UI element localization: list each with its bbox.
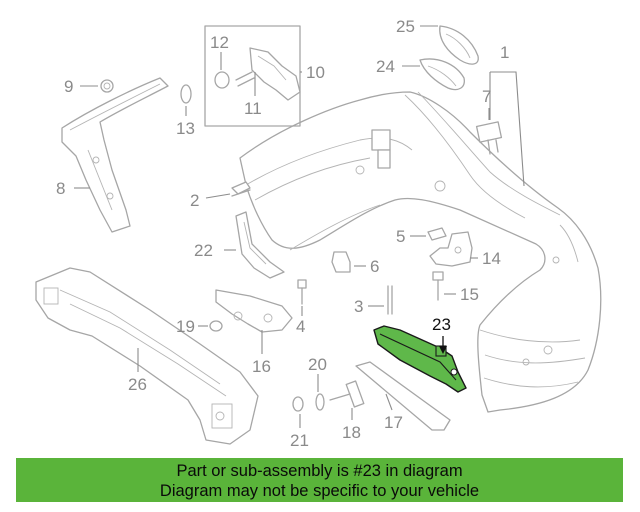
part-info-banner: Part or sub-assembly is #23 in diagram D… xyxy=(16,458,623,502)
bumper-cover-part xyxy=(239,91,602,413)
bracket-part xyxy=(419,58,465,91)
callout-6: 6 xyxy=(370,257,379,276)
callout-7: 7 xyxy=(482,87,491,106)
callout-9: 9 xyxy=(64,77,73,96)
callout-1: 1 xyxy=(500,43,509,62)
callout-10: 10 xyxy=(306,63,325,82)
callout-2: 2 xyxy=(190,191,199,210)
callout-3: 3 xyxy=(354,297,363,316)
callout-17: 17 xyxy=(384,413,403,432)
washer-part-19 xyxy=(209,320,223,332)
callout-26: 26 xyxy=(128,375,147,394)
side-bracket-part xyxy=(61,77,169,233)
callout-19: 19 xyxy=(176,317,195,336)
callout-5: 5 xyxy=(396,227,405,246)
callout-13: 13 xyxy=(176,119,195,138)
washer-part-21 xyxy=(292,396,304,412)
clip-part-7 xyxy=(475,121,503,155)
bracket-part-22 xyxy=(235,211,285,279)
washer-part-20 xyxy=(315,393,325,411)
clip-part-2 xyxy=(231,181,251,197)
callout-21: 21 xyxy=(290,431,309,450)
impact-bar-part xyxy=(35,267,259,445)
callout-11: 11 xyxy=(244,99,262,118)
bracket-part-14 xyxy=(429,231,473,267)
callout-14: 14 xyxy=(482,249,501,268)
callout-25: 25 xyxy=(396,17,415,36)
callout-numbers: 1 2 3 4 5 6 7 8 9 10 11 12 13 14 15 16 1… xyxy=(56,17,509,450)
highlighted-part-23 xyxy=(373,325,467,393)
clip-part-6 xyxy=(331,251,351,273)
callout-16: 16 xyxy=(252,357,271,376)
callout-8: 8 xyxy=(56,179,65,198)
parts-diagram: 1 2 3 4 5 6 7 8 9 10 11 12 13 14 15 16 1… xyxy=(35,17,602,450)
callout-23: 23 xyxy=(432,315,451,334)
banner-line-1: Part or sub-assembly is #23 in diagram xyxy=(176,462,463,480)
strip-part-17 xyxy=(355,361,451,431)
callout-15: 15 xyxy=(460,285,479,304)
banner-line-2: Diagram may not be specific to your vehi… xyxy=(159,482,480,500)
washer-part-13 xyxy=(180,84,192,104)
callout-12: 12 xyxy=(210,33,229,52)
callout-22: 22 xyxy=(194,241,213,260)
stud-part-3 xyxy=(387,285,393,315)
bracket-part-16 xyxy=(215,289,293,333)
callout-18: 18 xyxy=(342,423,361,442)
clip-part-5 xyxy=(427,227,447,241)
bolt-part-15 xyxy=(432,271,444,301)
callout-24: 24 xyxy=(376,57,395,76)
callout-20: 20 xyxy=(308,355,327,374)
callout-leaders xyxy=(74,25,525,428)
bolt-part-18 xyxy=(329,380,365,408)
bracket-assembly-box xyxy=(204,25,301,127)
reflector-part xyxy=(439,25,479,65)
callout-4: 4 xyxy=(296,317,305,336)
clip-part-9 xyxy=(100,79,114,93)
clip-part-4 xyxy=(297,279,307,305)
